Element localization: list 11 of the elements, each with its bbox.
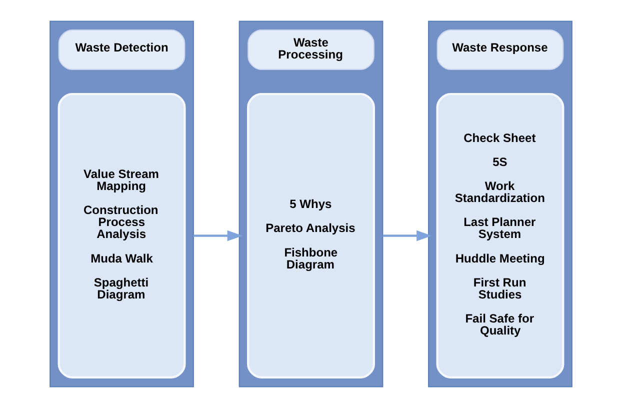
node-box: 5 Whys Pareto Analysis Fishbone Diagram (247, 92, 375, 378)
node-box: Value Stream Mapping Construction Process Analysis Muda Walk Spaghetti Diagram (58, 92, 186, 378)
node-box: Waste Processing (248, 30, 374, 70)
cluster (428, 20, 572, 388)
cluster (238, 20, 384, 388)
node-box: Check Sheet 5S Work Standardization Last Planner System Huddle Meeting First Run Studies Fail Safe for Quality (436, 92, 564, 378)
arrow (193, 230, 243, 242)
arrow (382, 230, 432, 242)
node-box: Waste Response (436, 30, 564, 70)
node-box: Waste Detection (58, 30, 186, 70)
cluster (50, 20, 194, 388)
